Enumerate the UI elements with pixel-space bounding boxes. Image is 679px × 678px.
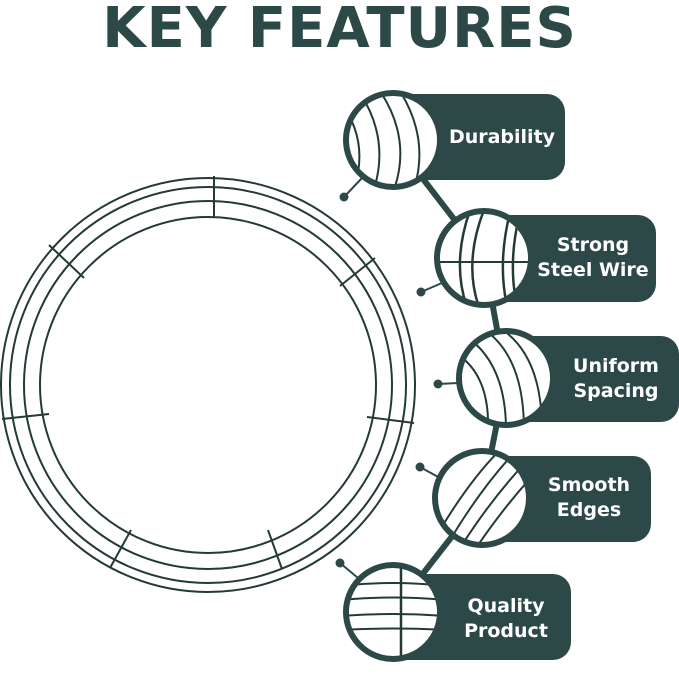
feature-label-uniform-spacing: Uniform Spacing (573, 355, 659, 402)
feature-label-quality-product: Quality Product (464, 595, 548, 642)
page-title: KEY FEATURES (102, 0, 577, 61)
wire-closeup-icon (434, 208, 534, 308)
callout-pointers (335, 177, 459, 579)
feature-label-durability: Durability (448, 126, 556, 148)
wire-closeup-icon (456, 328, 556, 428)
wire-closeup-icon (432, 448, 532, 548)
feature-label-strong-steel-wire: Strong Steel Wire (537, 234, 649, 281)
feature-label-smooth-edges: Smooth Edges (547, 474, 631, 521)
wire-closeup-icon (343, 90, 443, 190)
wire-wreath-frame-icon (0, 176, 416, 593)
wire-grid-closeup-icon (343, 562, 443, 662)
